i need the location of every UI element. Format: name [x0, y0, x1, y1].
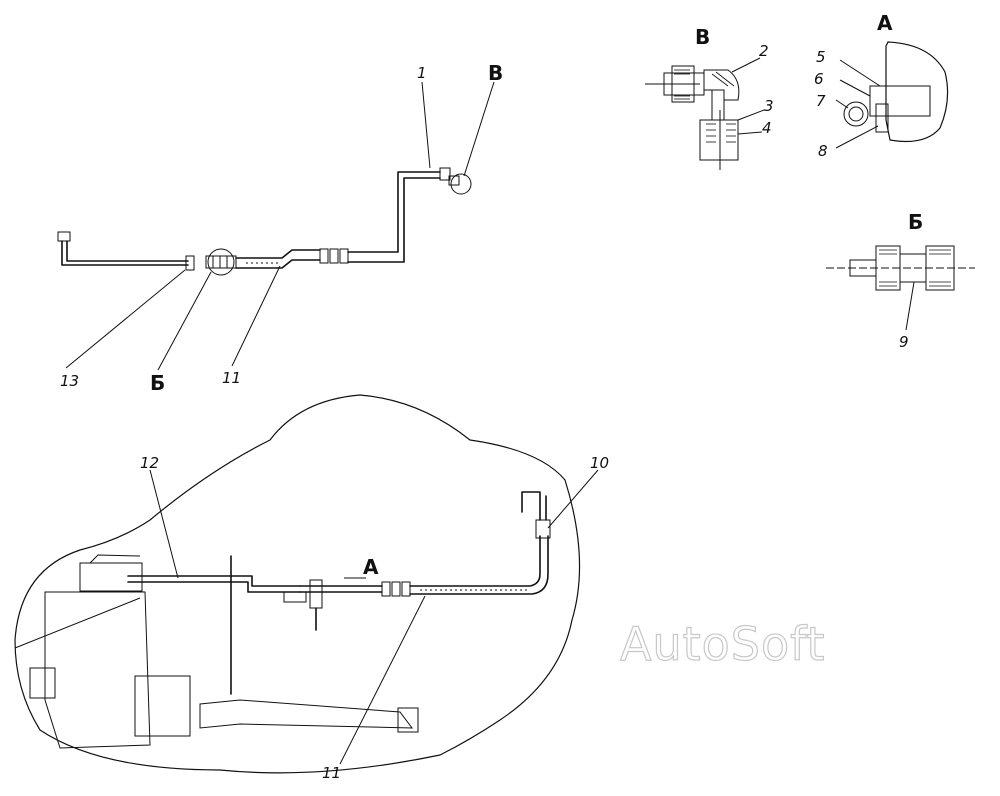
label-view-a-detail: А — [877, 11, 893, 35]
label-12: 12 — [140, 454, 159, 472]
label-10: 10 — [590, 454, 609, 472]
label-4: 4 — [762, 119, 772, 137]
pipe-connector — [185, 255, 195, 271]
label-11-top: 11 — [222, 369, 241, 387]
label-13: 13 — [60, 372, 79, 390]
top-pipeline-assembly — [57, 81, 495, 371]
label-8: 8 — [818, 142, 828, 160]
label-5: 5 — [816, 48, 826, 66]
detail-view-a — [835, 41, 949, 149]
detail-circle-b — [207, 248, 235, 276]
label-view-be-detail: Б — [908, 210, 923, 234]
label-6: 6 — [814, 70, 824, 88]
label-view-b-main: В — [488, 61, 503, 85]
vehicle-outline — [14, 394, 581, 774]
watermark-text: AutoSoft — [620, 617, 826, 671]
label-view-a-main: А — [363, 555, 379, 579]
detail-view-be — [826, 245, 975, 331]
detail-view-v — [645, 57, 765, 170]
label-view-v-detail: В — [695, 25, 710, 49]
detail-circle-v — [450, 173, 472, 195]
label-11-bottom: 11 — [322, 764, 341, 782]
label-7: 7 — [816, 92, 826, 110]
installation-assembly — [14, 469, 599, 765]
label-1: 1 — [417, 64, 427, 82]
engine-block — [44, 591, 151, 749]
label-9: 9 — [899, 333, 909, 351]
label-view-be-main: Б — [150, 371, 165, 395]
label-2: 2 — [759, 42, 769, 60]
left-end-fitting — [57, 231, 71, 242]
label-3: 3 — [764, 97, 774, 115]
